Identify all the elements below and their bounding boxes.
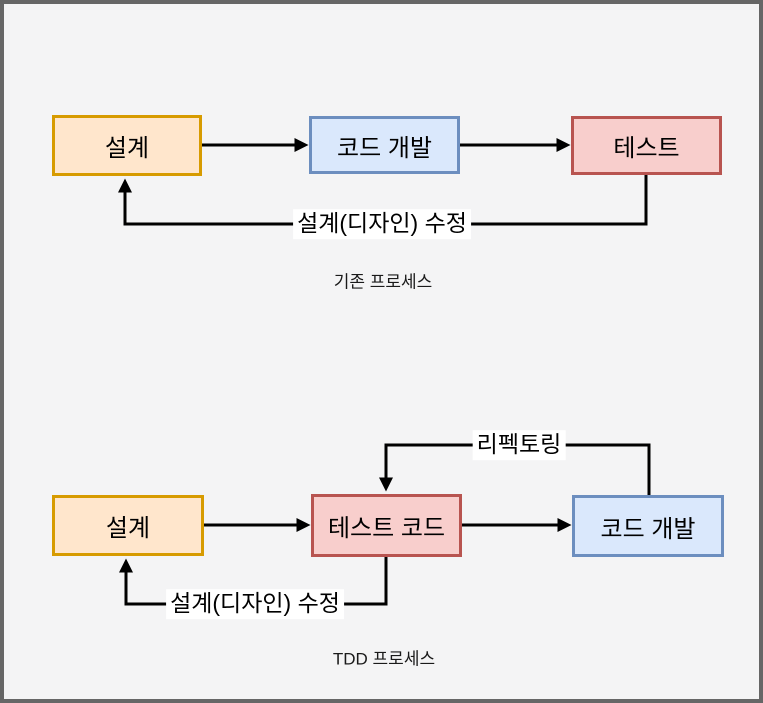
edge-label-refactoring: 리펙토링 xyxy=(472,430,566,460)
caption-tdd-process: TDD 프로세스 xyxy=(332,649,436,669)
edge-label-design-fix-legacy: 설계(디자인) 수정 xyxy=(293,209,471,239)
node-test-code-tdd: 테스트 코드 xyxy=(311,494,462,557)
caption-legacy-process: 기존 프로세스 xyxy=(333,272,433,292)
node-label: 코드 개발 xyxy=(600,515,696,543)
node-label: 설계 xyxy=(105,515,151,542)
node-code-dev-tdd: 코드 개발 xyxy=(572,495,724,557)
node-test-legacy: 테스트 xyxy=(571,116,722,175)
edge-label-design-fix-tdd: 설계(디자인) 수정 xyxy=(166,589,344,619)
node-design-legacy: 설계 xyxy=(52,115,202,176)
node-code-dev-legacy: 코드 개발 xyxy=(309,116,460,174)
connector-layer xyxy=(118,138,651,606)
node-label: 설계 xyxy=(104,135,150,162)
node-label: 테스트 코드 xyxy=(327,515,446,542)
node-label: 코드 개발 xyxy=(337,134,432,162)
node-label: 테스트 xyxy=(613,135,680,162)
node-design-tdd: 설계 xyxy=(52,495,204,556)
